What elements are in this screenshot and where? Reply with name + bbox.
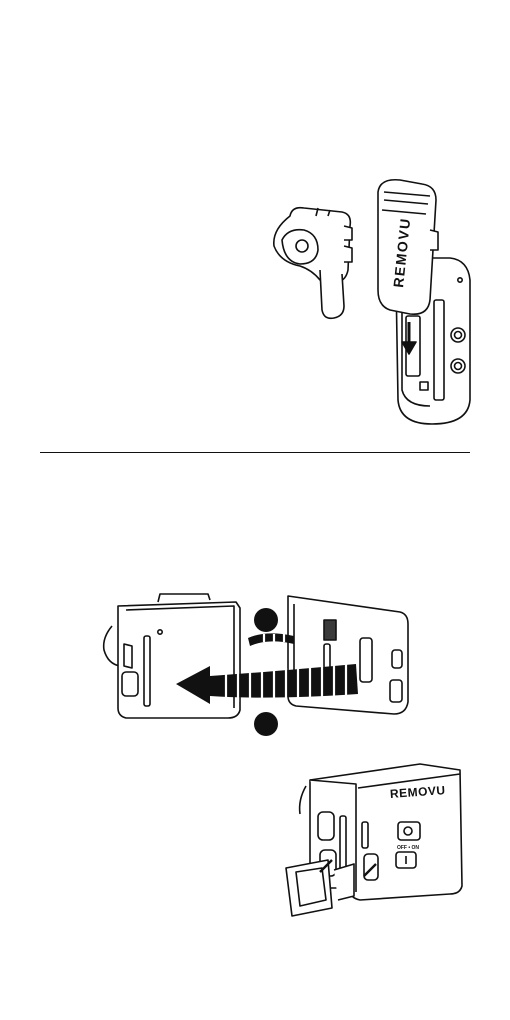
- section-divider: [40, 452, 470, 453]
- clip-mount-icon: [274, 208, 352, 319]
- mic-module-icon: [378, 180, 470, 424]
- camera-assembled-illustration: REMOVU OFF • ON: [280, 760, 470, 920]
- camera-attach-icon: [104, 594, 408, 718]
- clip-mount-illustration: REMOVU: [260, 170, 480, 430]
- camera-attach-illustration: [98, 590, 418, 740]
- power-switch-label: OFF • ON: [397, 845, 419, 851]
